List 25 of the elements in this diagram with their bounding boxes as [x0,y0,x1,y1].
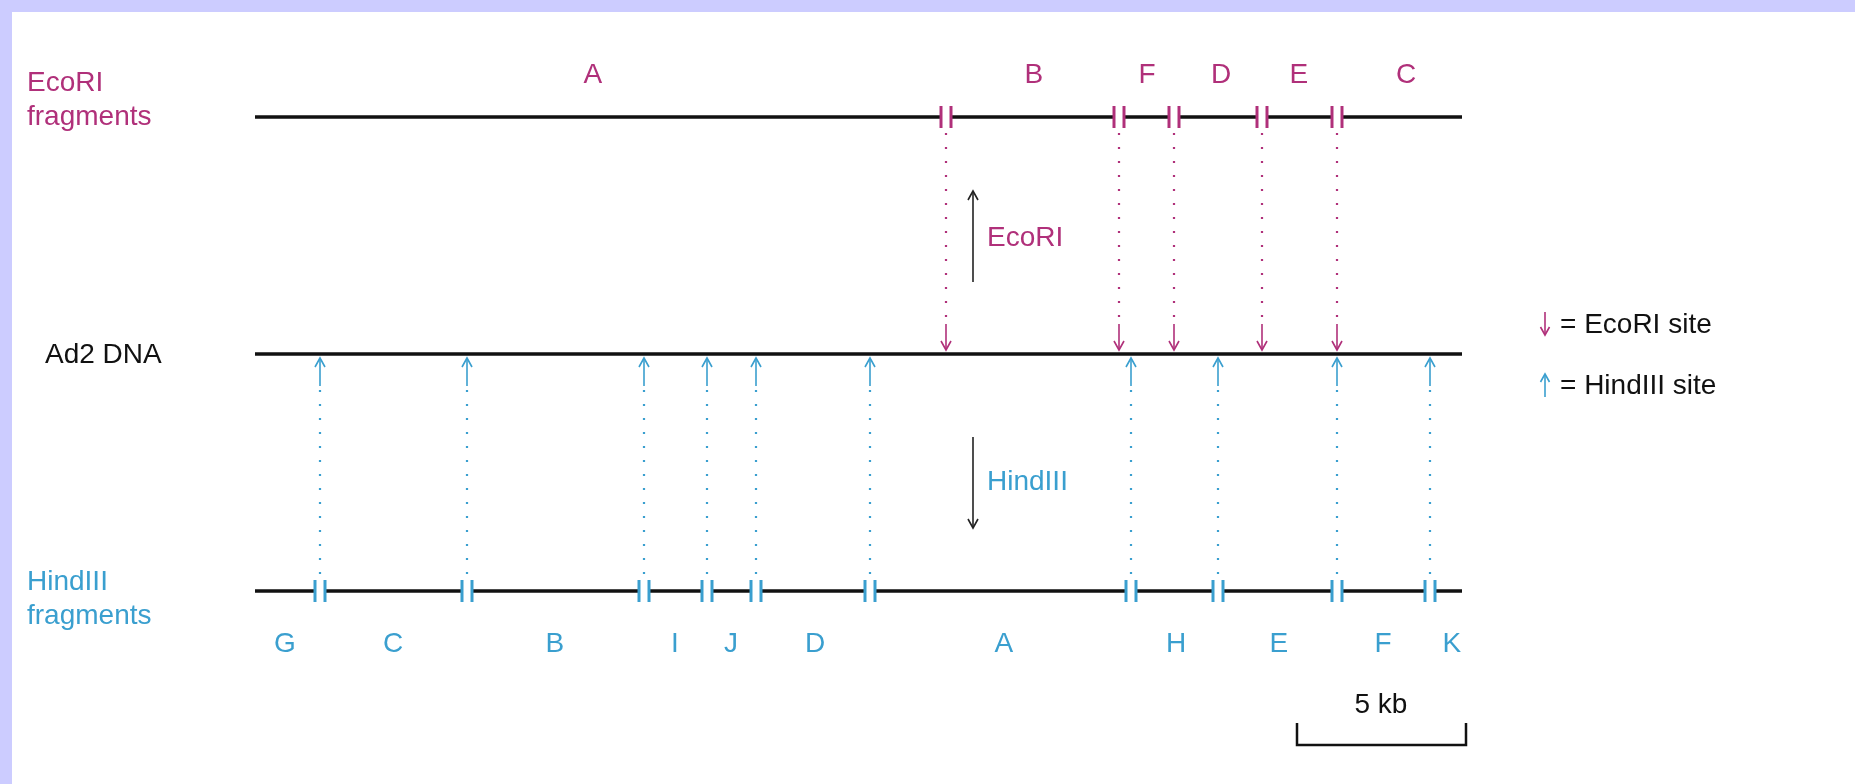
fragment-label: D [1211,57,1232,91]
fragment-label: F [1374,626,1392,660]
fragment-label: H [1166,626,1187,660]
enzyme-label: HindIII [987,464,1068,498]
fragment-label: K [1442,626,1462,660]
scale-label: 5 kb [1354,687,1408,721]
legend-text: = HindIII site [1560,368,1717,402]
fragment-label: E [1269,626,1289,660]
enzyme-label: EcoRI [987,220,1064,254]
fragment-label: E [1289,57,1309,91]
fragment-label: D [805,626,826,660]
row-label: HindIII fragments [27,564,153,632]
legend-text: = EcoRI site [1560,307,1712,341]
row-label: Ad2 DNA [45,337,162,371]
row-label: EcoRI fragments [27,65,153,133]
fragment-label: C [383,626,404,660]
fragment-label: C [1396,57,1417,91]
fragment-label: B [545,626,565,660]
fragment-label: F [1138,57,1156,91]
fragment-label: J [724,626,738,660]
fragment-label: B [1024,57,1044,91]
fragment-label: A [583,57,603,91]
fragment-label: I [671,626,679,660]
fragment-label: A [994,626,1014,660]
fragment-label: G [274,626,296,660]
